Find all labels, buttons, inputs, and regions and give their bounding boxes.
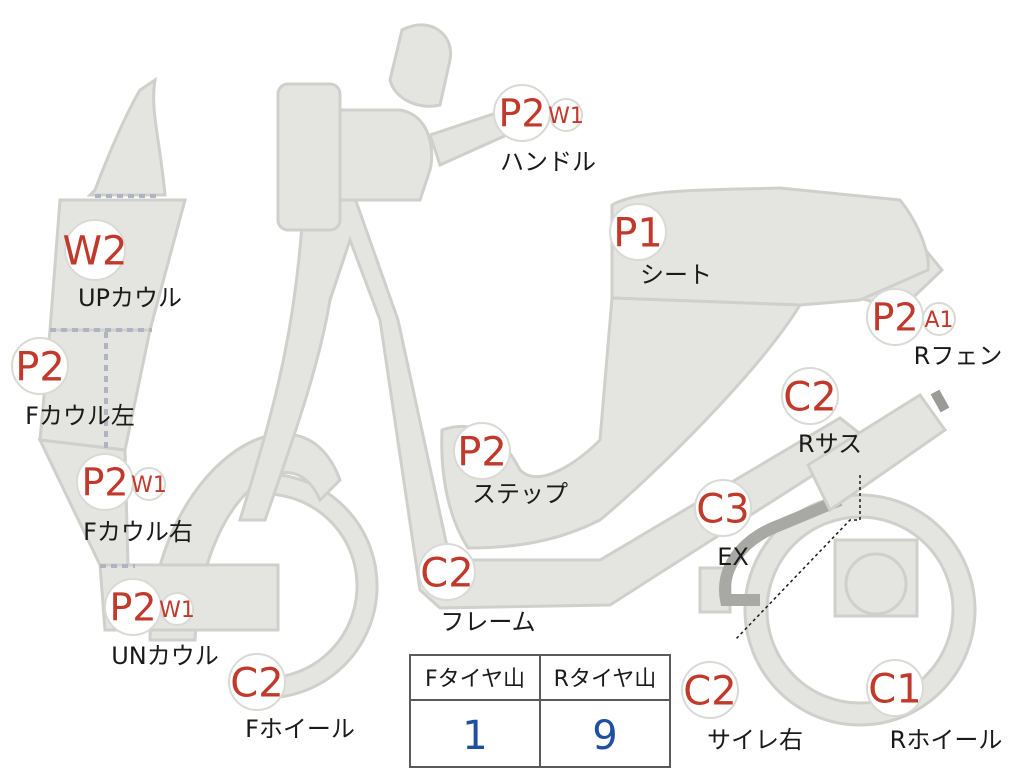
- damage-grade-badge: C2: [683, 668, 736, 714]
- part-boundaries: [50, 194, 160, 568]
- sub-grade-badge: W1: [548, 104, 584, 129]
- part-name-label: UPカウル: [78, 284, 182, 312]
- badge-circle: [228, 653, 286, 711]
- badge-circle: [11, 337, 69, 395]
- damage-grade-badge: P2: [81, 461, 128, 505]
- damage-grade-badge: P2: [498, 92, 545, 136]
- badge-circle: [453, 422, 511, 480]
- damage-grade-badge: P1: [613, 210, 663, 256]
- part-name-label: UNカウル: [111, 642, 219, 670]
- part-name-label: シート: [640, 261, 712, 289]
- part-label-frame: C2 フレーム: [418, 543, 536, 636]
- f-tire-tread-header: Fタイヤ山: [425, 667, 525, 692]
- seat-body-shape: [610, 186, 930, 307]
- damage-grade-badge: W2: [63, 228, 128, 274]
- badge-circle: [781, 367, 839, 425]
- sub-grade-badge: A1: [924, 308, 953, 333]
- damage-grade-badge: P2: [457, 429, 507, 475]
- part-name-label: EX: [717, 543, 749, 571]
- part-label-seat: P1 シート: [609, 203, 712, 289]
- badge-circle: [866, 659, 924, 717]
- part-label-step: P2 ステップ: [453, 422, 568, 508]
- exhaust-pipe-shape: [719, 494, 843, 606]
- sub-grade-badge: W1: [131, 473, 167, 498]
- damage-grade-badge: C2: [230, 660, 283, 706]
- badge-circle: [681, 661, 739, 719]
- part-name-label: サイレ右: [707, 726, 803, 754]
- part-label-silencer-right: C2 サイレ右: [681, 661, 803, 754]
- sub-badge-circle: [132, 467, 166, 501]
- damage-grade-badge: C3: [696, 486, 749, 532]
- part-name-label: Rサス: [798, 430, 862, 458]
- sub-badge-circle: [549, 98, 583, 132]
- damage-grade-badge: C2: [420, 550, 473, 596]
- silencer-shape: [806, 392, 948, 513]
- floor-body-shape: [440, 296, 803, 550]
- badge-circle: [694, 479, 752, 537]
- part-name-label: Fカウル左: [25, 402, 135, 430]
- damage-grade-badge: P2: [109, 586, 156, 630]
- r-tire-tread-header: Rタイヤ山: [554, 667, 657, 692]
- r-tire-tread-value: 9: [592, 713, 617, 759]
- badge-circle: [609, 203, 667, 261]
- badge-circle: [64, 219, 126, 281]
- f-tire-tread-value: 1: [462, 713, 487, 759]
- damage-grade-badge: C2: [783, 374, 836, 420]
- rear-wheel-shape: [698, 493, 977, 727]
- leader-line: [734, 475, 861, 641]
- damage-grade-badge: C1: [868, 666, 921, 712]
- sub-badge-circle: [922, 302, 956, 336]
- part-name-label: ステップ: [472, 480, 568, 508]
- cowl-shapes: [37, 76, 280, 632]
- part-name-label: フレーム: [440, 608, 535, 636]
- sub-grade-badge: W1: [159, 598, 195, 623]
- damage-grade-badge: P2: [871, 296, 918, 340]
- part-name-label: Rホイール: [890, 726, 1003, 754]
- damage-grade-badge: P2: [15, 344, 65, 390]
- badge-circle: [418, 543, 476, 601]
- sub-badge-circle: [160, 592, 194, 626]
- tire-tread-table: Fタイヤ山 Rタイヤ山 1 9: [409, 654, 671, 768]
- part-name-label: Fホイール: [245, 715, 355, 743]
- part-name-label: Fカウル右: [83, 518, 193, 546]
- part-name-label: ハンドル: [500, 148, 596, 176]
- part-name-label: Rフェン: [914, 342, 1003, 370]
